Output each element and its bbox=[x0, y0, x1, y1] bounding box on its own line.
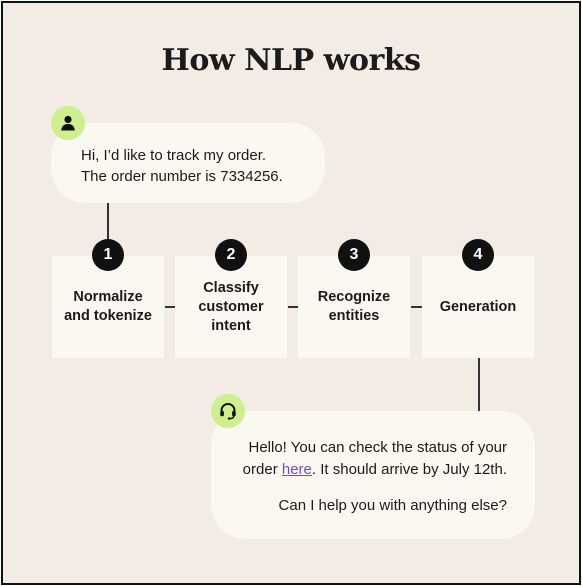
step-generation: Generation bbox=[422, 256, 534, 358]
connector-step2-to-step3 bbox=[288, 306, 298, 308]
step-number-badge: 4 bbox=[462, 239, 494, 271]
step-number-badge: 1 bbox=[92, 239, 124, 271]
user-message-line1: Hi, I’d like to track my order. bbox=[81, 147, 267, 164]
message-spacer bbox=[211, 481, 507, 495]
agent-line2-suffix: . It should arrive by July 12th. bbox=[311, 461, 507, 478]
agent-line2-prefix: order bbox=[242, 461, 282, 478]
step-label: Recognize entities bbox=[317, 289, 391, 324]
diagram-title: How NLP works bbox=[161, 43, 421, 78]
step-normalize-tokenize: Normalize and tokenize bbox=[52, 256, 164, 358]
connector-user-to-step1 bbox=[107, 203, 109, 256]
step-label: Classify customer intent bbox=[198, 279, 264, 334]
agent-message-bubble: Hello! You can check the status of your … bbox=[211, 411, 535, 539]
step-number-badge: 2 bbox=[215, 239, 247, 271]
user-message-bubble: Hi, I’d like to track my order. The orde… bbox=[51, 123, 325, 203]
headset-icon bbox=[211, 394, 245, 428]
step-label: Generation bbox=[439, 298, 517, 315]
connector-step3-to-step4 bbox=[411, 306, 422, 308]
agent-message-line2: order here. It should arrive by July 12t… bbox=[211, 459, 507, 481]
agent-message-line3: Can I help you with anything else? bbox=[278, 497, 507, 514]
connector-step1-to-step2 bbox=[165, 306, 175, 308]
order-status-link[interactable]: here bbox=[281, 461, 312, 478]
step-number-badge: 3 bbox=[338, 239, 370, 271]
step-recognize-entities: Recognize entities bbox=[298, 256, 410, 358]
user-message-line2: The order number is 7334256. bbox=[81, 168, 283, 185]
person-icon bbox=[51, 106, 85, 140]
connector-step4-to-agent bbox=[478, 358, 480, 411]
step-classify-intent: Classify customer intent bbox=[175, 256, 287, 358]
agent-message-line1: Hello! You can check the status of your bbox=[248, 439, 508, 456]
step-label: Normalize and tokenize bbox=[64, 289, 152, 324]
